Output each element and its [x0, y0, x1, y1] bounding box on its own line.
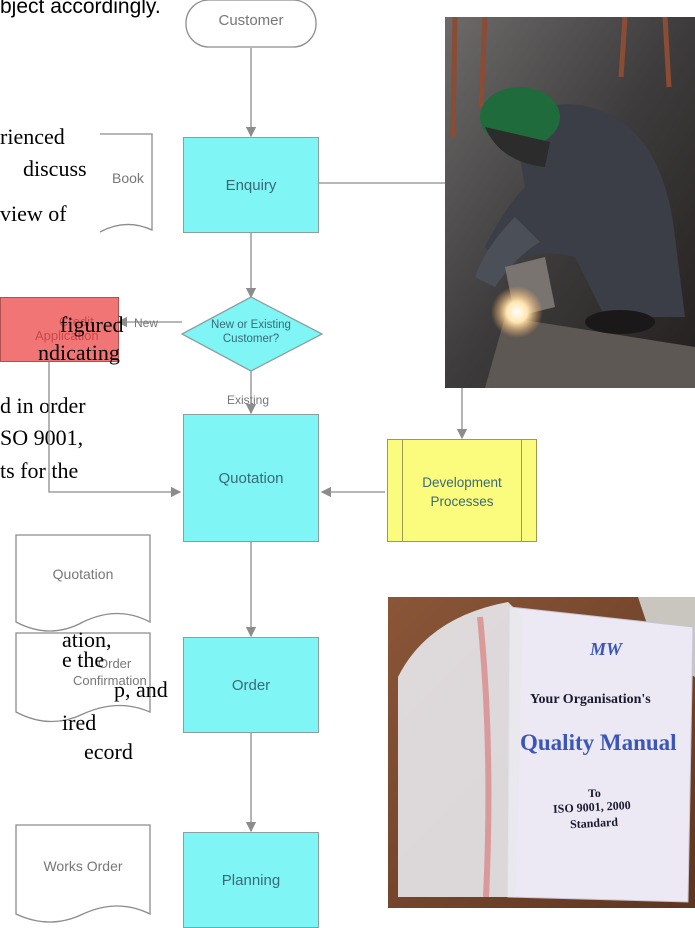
- quotation-box: Quotation: [183, 414, 319, 542]
- body-text-line: ts for the: [0, 458, 79, 483]
- manual-standard: Standard: [569, 814, 619, 832]
- body-text-line: rienced: [0, 124, 65, 149]
- development-line2: Processes: [430, 494, 494, 509]
- order-box: Order: [183, 637, 319, 733]
- manual-title: Quality Manual: [520, 730, 677, 755]
- works-order-document-shape: [15, 824, 151, 923]
- book-label: Book: [112, 170, 144, 186]
- body-text-line: ecord: [84, 739, 133, 764]
- development-processes-box: Development Processes: [387, 439, 537, 542]
- quotation-box-label: Quotation: [218, 469, 284, 487]
- body-text-line: ired: [62, 710, 97, 735]
- customer-label: Customer: [218, 12, 284, 29]
- decision-label-line2: Customer?: [222, 333, 280, 345]
- planning-box: Planning: [183, 832, 319, 928]
- body-text-line: d in order: [0, 393, 86, 418]
- credit-application-line1: Credit: [59, 314, 94, 329]
- order-confirmation-line1: Order: [98, 656, 132, 671]
- book-document: [99, 133, 153, 233]
- existing-label: Existing: [227, 393, 269, 407]
- welder-photo: [445, 17, 695, 388]
- enquiry-box: Enquiry: [183, 137, 319, 233]
- body-text-line: discuss: [23, 156, 87, 181]
- body-text-line: e the: [62, 647, 105, 672]
- manual-to: To: [588, 786, 601, 800]
- quotation-document-shape: [15, 534, 151, 632]
- order-confirmation-line2: Confirmation: [73, 673, 147, 688]
- order-box-label: Order: [231, 676, 271, 694]
- planning-label: Planning: [221, 871, 281, 889]
- works-order-label: Works Order: [43, 858, 123, 874]
- decision-diamond: [180, 296, 324, 372]
- credit-application-line2: Application: [35, 328, 99, 343]
- decision-label-line1: New or Existing: [211, 319, 291, 331]
- body-text-line: ation,: [62, 627, 112, 652]
- order-confirmation-document-shape: [15, 632, 151, 723]
- body-text-line: SO 9001,: [0, 425, 84, 450]
- welder-illustration: [445, 17, 695, 388]
- credit-application-box: Credit Application: [0, 297, 119, 362]
- decision-label: New or Existing Customer?: [190, 318, 312, 346]
- body-text-line: p, and: [114, 677, 168, 702]
- manual-organisation: Your Organisation's: [530, 692, 651, 707]
- manual-background: [388, 597, 695, 908]
- development-line1: Development: [422, 475, 502, 490]
- enquiry-label: Enquiry: [225, 176, 277, 194]
- quality-manual-photo: MW Your Organisation's Quality Manual To…: [388, 597, 695, 908]
- body-text-line: figured: [60, 312, 124, 337]
- new-label: New: [134, 316, 158, 330]
- body-text-line: view of: [0, 201, 67, 226]
- body-text-line: ndicating: [38, 340, 120, 365]
- top-text-fragment: bject accordingly.: [0, 0, 161, 18]
- quotation-document-label: Quotation: [52, 566, 114, 582]
- manual-logo: MW: [590, 639, 623, 659]
- customer-terminator: [185, 0, 317, 48]
